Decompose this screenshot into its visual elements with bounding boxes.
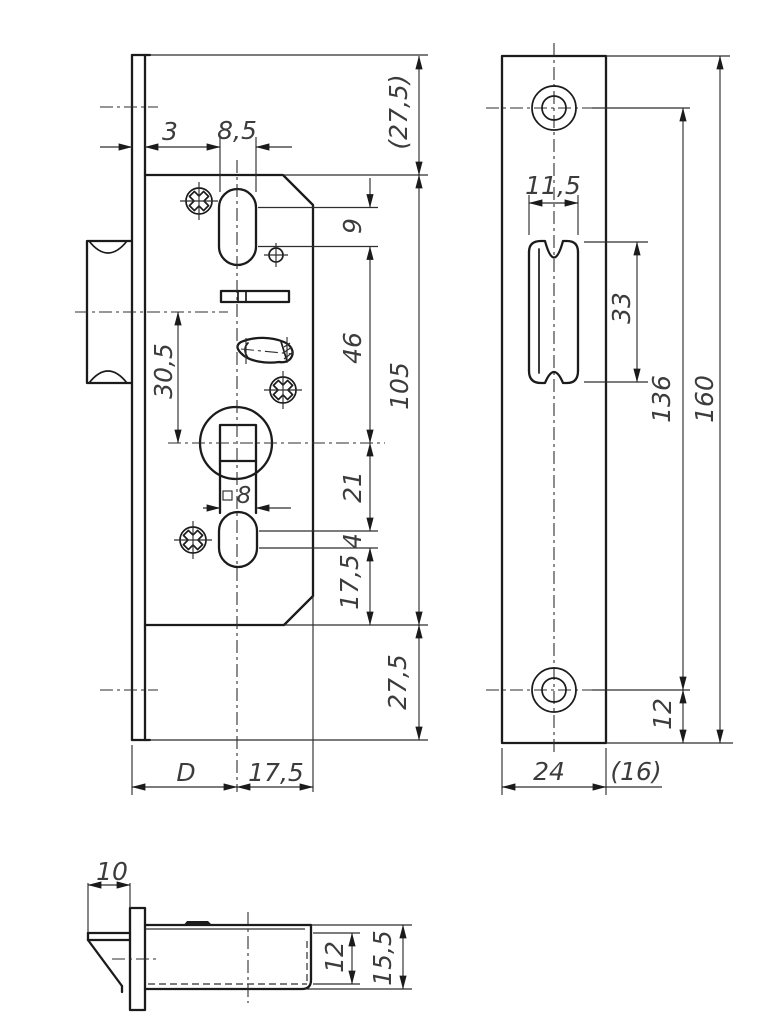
latch-lever — [236, 336, 294, 364]
dim-slot-to-follower: 46 — [338, 332, 367, 364]
dim-bottom-overhang: 27,5 — [383, 654, 412, 710]
latch-roller-nose — [86, 931, 132, 994]
dim-slot2-to-bottom: 17,5 — [335, 554, 364, 610]
dim-slot2-height: 4 — [338, 533, 367, 549]
dim-plate-thickness: 3 — [162, 117, 178, 146]
dim-screw-spacing: 136 — [647, 375, 676, 423]
dim-axis-to-back: 17,5 — [248, 758, 304, 787]
dim-ref-width: (16) — [610, 757, 661, 786]
phillips-screw-middle — [264, 371, 302, 409]
screw-hole-bottom — [531, 667, 577, 713]
latch-dimension-lines — [87, 881, 407, 990]
faceplate-view: 11,5 33 136 160 12 24 (16) — [486, 43, 733, 795]
upper-oblong-slot — [217, 187, 258, 267]
latch-top-view: 10 12 15,5 — [86, 857, 412, 1012]
dim-screw-to-end: 12 — [648, 698, 677, 730]
faceplate-center-lines — [486, 43, 690, 755]
square-section-symbol — [222, 490, 233, 501]
dim-top-overhang: (27,5) — [384, 74, 413, 149]
phillips-screw-top — [180, 182, 218, 220]
latch-center-lines — [112, 912, 249, 1003]
faceplate-dimension-lines — [501, 55, 724, 791]
screw-hole-top — [531, 85, 577, 131]
dim-backset: D — [176, 758, 195, 787]
dim-slot-height: 9 — [338, 218, 367, 234]
latch-extension-lines — [87, 883, 412, 990]
dim-plate-length: 160 — [690, 375, 719, 423]
retainer-tab — [183, 921, 213, 926]
latch-case-tube — [143, 921, 313, 991]
dim-follower-to-slot2: 21 — [338, 471, 367, 503]
faceplate-extension-lines — [501, 195, 648, 795]
stop-bar — [219, 289, 291, 304]
dim-case-height: 105 — [385, 362, 414, 410]
dim-slot-width: 8,5 — [217, 116, 257, 145]
front-view: 3 8,5 (27,5) 9 46 105 30,5 21 8 4 17,5 2… — [75, 53, 428, 795]
dim-cutout-width: 11,5 — [525, 171, 581, 200]
lock-case — [143, 173, 428, 627]
dim-projection: 10 — [96, 857, 128, 886]
dim-latch-case-height: 15,5 — [368, 930, 397, 986]
dim-plate-width: 24 — [533, 757, 565, 786]
dim-spindle-square: 8 — [237, 483, 252, 509]
dim-cutout-height: 33 — [607, 292, 636, 324]
latch-cutout — [527, 239, 580, 385]
front-dimension-lines — [100, 55, 423, 791]
dim-latch-diameter: 12 — [320, 941, 349, 973]
lower-oblong-slot — [217, 510, 259, 569]
front-center-lines — [75, 160, 385, 792]
dim-roller-to-follower: 30,5 — [149, 343, 178, 399]
faceplate-outline — [500, 54, 608, 745]
latch-hidden-lines — [148, 941, 308, 985]
phillips-screw-bottom — [174, 521, 212, 559]
